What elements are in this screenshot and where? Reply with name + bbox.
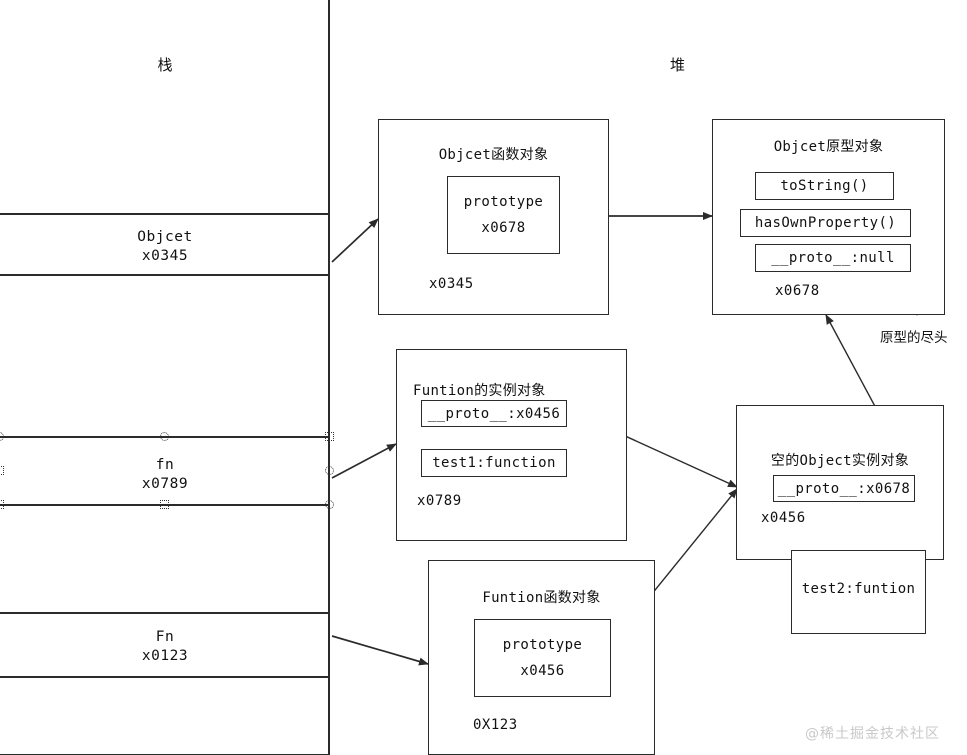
node-funtion-function-object-title: Funtion函数对象: [482, 590, 601, 606]
slot-prototype-x0456-label: prototype: [502, 637, 583, 653]
node-empty-object-instance[interactable]: 空的Object实例对象 __proto__:x0678 x0456: [736, 405, 944, 560]
node-funtion-function-object-address: 0X123: [473, 717, 518, 733]
slot-test1-function[interactable]: test1:function: [421, 449, 567, 477]
node-objcet-prototype-object-title: Objcet原型对象: [773, 139, 884, 155]
stack-row-fn-constructor[interactable]: Fn x0123: [0, 628, 330, 666]
node-objcet-function-object-address: x0345: [429, 276, 474, 292]
stack-row-objcet-address: x0345: [141, 248, 189, 264]
slot-prototype-x0678[interactable]: prototype x0678: [447, 176, 560, 254]
stack-row-fn-constructor-address: x0123: [141, 648, 189, 664]
node-test2-funtion[interactable]: test2:funtion: [791, 550, 926, 634]
stack-divider-4: [0, 504, 330, 506]
slot-test1-function-label: test1:function: [432, 455, 556, 471]
slot-proto-null-label: __proto__:null: [771, 250, 895, 266]
selection-handle-s[interactable]: [160, 500, 169, 509]
slot-prototype-label: prototype: [463, 194, 544, 210]
node-test2-funtion-label: test2:funtion: [801, 581, 916, 597]
node-objcet-function-object-title: Objcet函数对象: [438, 147, 549, 163]
stack-region: [0, 0, 330, 755]
slot-tostring-label: toString(): [780, 178, 869, 194]
slot-prototype-value: x0678: [481, 220, 526, 236]
node-funtion-instance-object-title: Funtion的实例对象: [413, 383, 546, 399]
slot-proto-x0456[interactable]: __proto__:x0456: [421, 400, 567, 427]
node-funtion-instance-object[interactable]: Funtion的实例对象 __proto__:x0456 test1:funct…: [396, 349, 627, 541]
node-objcet-prototype-object-address: x0678: [775, 283, 820, 299]
annotation-end-of-prototype: 原型的尽头: [880, 330, 948, 346]
slot-proto-x0678-instance[interactable]: __proto__:x0678: [773, 475, 915, 502]
stack-row-fn-address: x0789: [141, 476, 189, 492]
slot-tostring[interactable]: toString(): [755, 172, 894, 200]
selection-handle-e[interactable]: [325, 466, 334, 475]
watermark: @稀土掘金技术社区: [805, 726, 940, 742]
heap-title: 堆: [670, 56, 686, 74]
stack-divider-5: [0, 612, 330, 614]
arrow-stack-objcet-to-object-function: [331, 218, 379, 263]
arrow-stack-fn-upper-to-funtion-function: [331, 635, 429, 666]
selection-handle-se[interactable]: [325, 500, 334, 509]
slot-hasownproperty-label: hasOwnProperty(): [754, 215, 897, 231]
stack-divider-1: [0, 213, 330, 215]
stack-row-objcet-name: Objcet: [137, 229, 193, 245]
node-objcet-function-object[interactable]: Objcet函数对象 prototype x0678 x0345: [378, 119, 609, 315]
selection-handle-sw[interactable]: [0, 500, 4, 509]
stack-divider-6: [0, 676, 330, 678]
selection-handle-ne[interactable]: [325, 432, 334, 441]
slot-proto-null[interactable]: __proto__:null: [755, 244, 911, 272]
stack-row-objcet[interactable]: Objcet x0345: [0, 228, 330, 266]
stack-row-fn-name: fn: [155, 457, 175, 473]
stack-row-fn-constructor-name: Fn: [155, 629, 175, 645]
stack-divider-2: [0, 274, 330, 276]
node-funtion-function-object[interactable]: Funtion函数对象 prototype x0456 0X123: [428, 560, 655, 755]
node-empty-object-instance-address: x0456: [761, 510, 806, 526]
slot-prototype-x0456-value: x0456: [520, 663, 565, 679]
slot-proto-x0678-instance-label: __proto__:x0678: [777, 480, 911, 497]
selection-handle-n[interactable]: [160, 432, 169, 441]
stack-title: 栈: [157, 56, 173, 74]
node-objcet-prototype-object[interactable]: Objcet原型对象 toString() hasOwnProperty() _…: [712, 119, 945, 315]
slot-prototype-x0456[interactable]: prototype x0456: [474, 619, 611, 697]
slot-proto-x0456-label: __proto__:x0456: [427, 405, 561, 422]
arrow-stack-fn-to-funtion-instance: [331, 443, 397, 479]
selection-handle-w[interactable]: [0, 466, 4, 475]
node-funtion-instance-object-address: x0789: [417, 493, 462, 509]
slot-hasownproperty[interactable]: hasOwnProperty(): [740, 209, 911, 237]
stack-row-fn[interactable]: fn x0789: [0, 456, 330, 494]
node-empty-object-instance-title: 空的Object实例对象: [770, 453, 910, 469]
